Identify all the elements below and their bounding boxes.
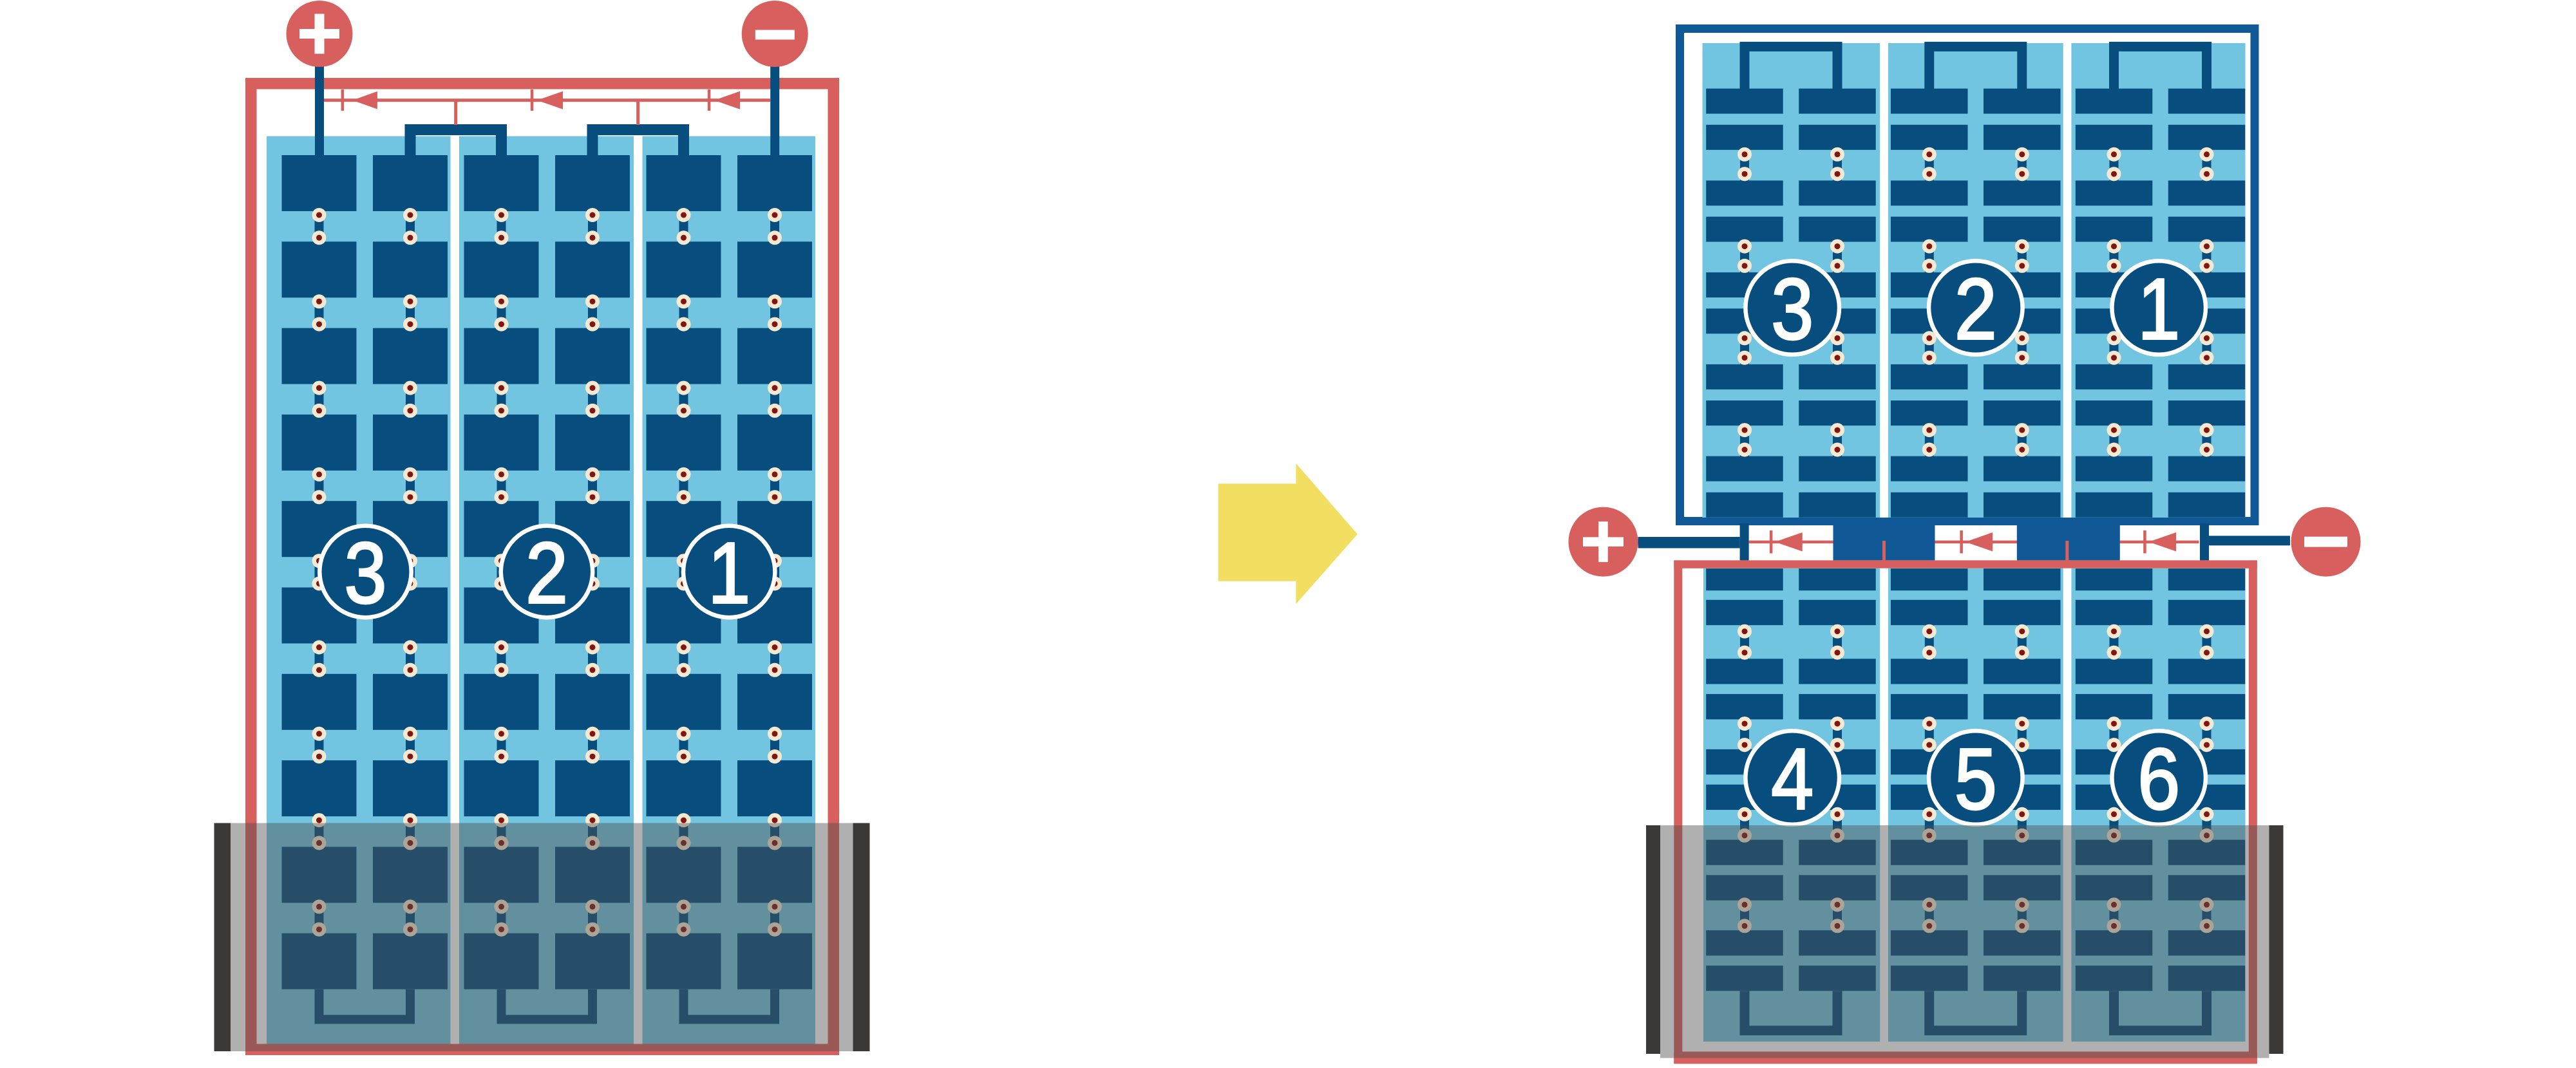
svg-text:3: 3 <box>344 524 386 621</box>
svg-text:3: 3 <box>1771 260 1814 357</box>
svg-text:1: 1 <box>2137 260 2180 357</box>
svg-text:6: 6 <box>2137 730 2180 827</box>
svg-text:2: 2 <box>1955 260 1997 357</box>
svg-text:1: 1 <box>708 524 750 621</box>
svg-text:2: 2 <box>526 524 568 621</box>
svg-text:4: 4 <box>1771 730 1814 827</box>
svg-text:5: 5 <box>1955 730 1997 827</box>
